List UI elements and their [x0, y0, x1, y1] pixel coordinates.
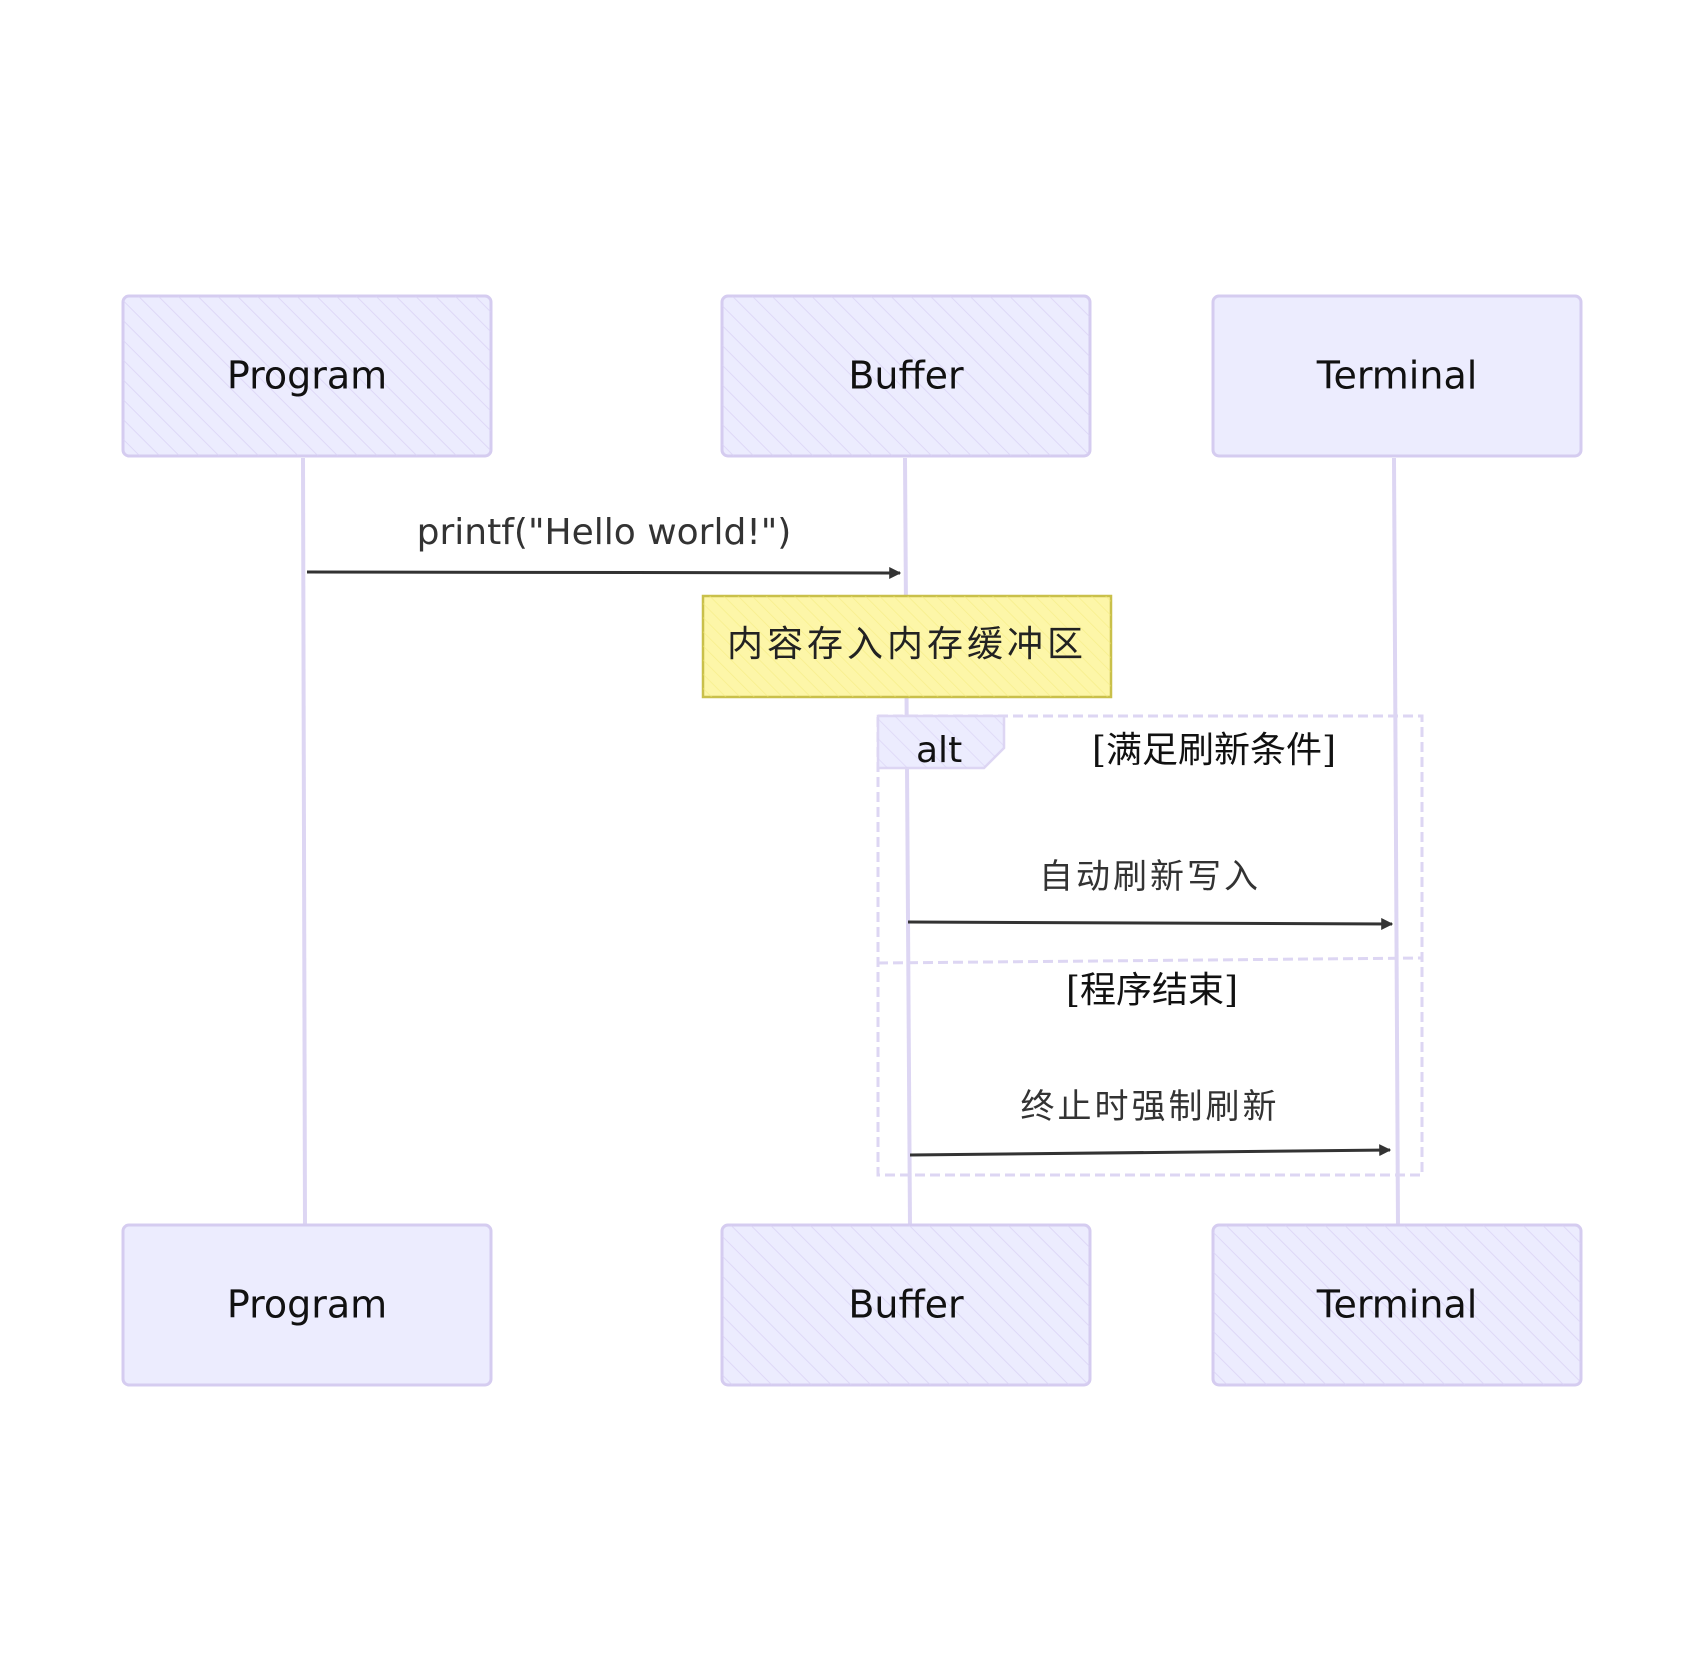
message-auto-flush-arrow [907, 917, 1394, 930]
actor-buffer-top-label: Buffer [848, 354, 964, 398]
actor-terminal-top[interactable]: Terminal [1211, 294, 1583, 458]
message-auto-flush-label: 自动刷新写入 [1039, 857, 1261, 897]
message-force-flush-label: 终止时强制刷新 [1021, 1087, 1280, 1127]
actor-program-top-label: Program [227, 354, 387, 398]
alt-block: alt [满足刷新条件] [程序结束] [876, 714, 1424, 1177]
actor-terminal-bottom[interactable]: Terminal [1211, 1223, 1583, 1387]
actor-buffer-bottom[interactable]: Buffer [720, 1223, 1092, 1387]
message-force-flush-arrow [909, 1144, 1392, 1157]
actor-program-top[interactable]: Program [121, 294, 493, 458]
alt-condition-2: [程序结束] [1066, 970, 1238, 1011]
message-printf-label: printf("Hello world!") [417, 512, 792, 553]
actor-program-bottom[interactable]: Program [121, 1223, 493, 1387]
actor-terminal-bottom-label: Terminal [1316, 1283, 1478, 1327]
note-label: 内容存入内存缓冲区 [727, 624, 1087, 665]
actor-buffer-bottom-label: Buffer [848, 1283, 964, 1327]
alt-divider [877, 956, 1423, 965]
alt-condition-1: [满足刷新条件] [1092, 730, 1336, 771]
note-box: 内容存入内存缓冲区 [701, 594, 1113, 699]
actor-terminal-top-label: Terminal [1316, 354, 1478, 398]
lifeline-terminal [1392, 457, 1400, 1229]
lifeline-program [301, 457, 307, 1229]
message-printf-arrow [306, 566, 902, 579]
alt-keyword: alt [916, 730, 962, 771]
lifeline-buffer [903, 457, 912, 1229]
actor-buffer-top[interactable]: Buffer [720, 294, 1092, 458]
actor-program-bottom-label: Program [227, 1283, 387, 1327]
